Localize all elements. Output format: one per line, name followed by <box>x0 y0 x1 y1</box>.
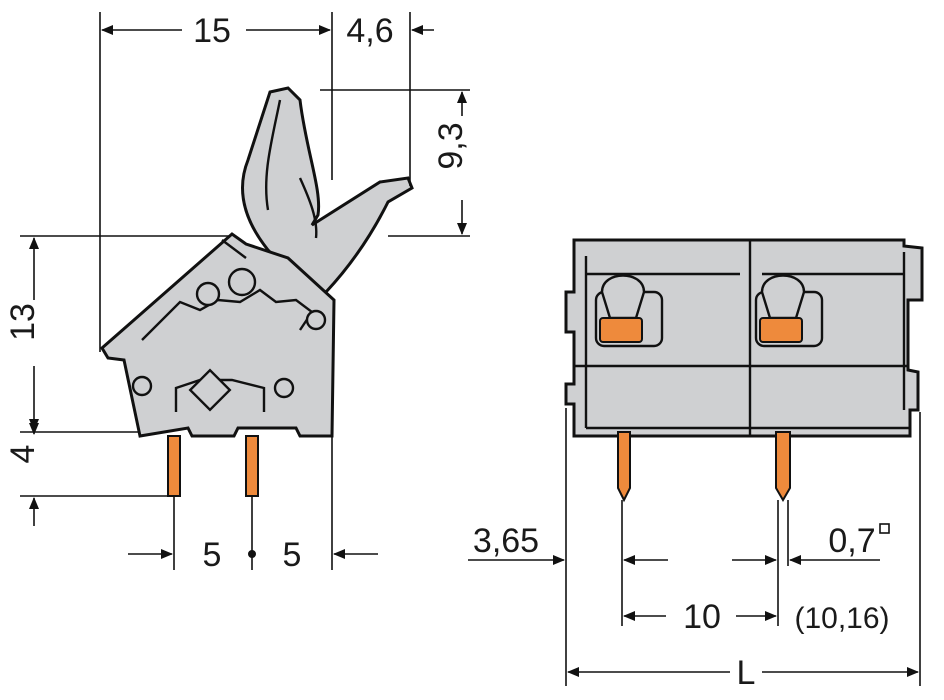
dim-pitch-label: 10 <box>683 598 721 636</box>
dim-lever-offset-label: 4,6 <box>346 12 393 50</box>
clamp-actuator-2 <box>759 317 803 343</box>
dim-pitch-alt-label: (10,16) <box>794 602 889 635</box>
dim-body-height-label: 13 <box>4 303 42 341</box>
pitch-center-dot <box>248 550 256 558</box>
side-view: 15 4,6 9,3 13 4 5 5 <box>4 12 470 574</box>
dim-pitch-left-label: 5 <box>203 536 222 574</box>
front-view: 3,65 0,7 10 (10,16) L <box>468 238 924 692</box>
dim-pin-length-label: 4 <box>4 445 42 464</box>
release-window <box>188 368 232 412</box>
side-pin-right <box>245 435 259 497</box>
clamp-actuator-1 <box>599 317 643 343</box>
front-pin-left <box>617 431 631 503</box>
dim-length-label: L <box>737 654 756 692</box>
dim-pitch-right-label: 5 <box>283 536 302 574</box>
side-pin-left <box>167 435 181 497</box>
front-pin-right <box>775 431 791 502</box>
actuation-lever <box>241 86 414 294</box>
square-pin-symbol <box>879 523 890 534</box>
dim-width-label: 15 <box>193 12 231 50</box>
dim-pin-size-label: 0,7 <box>828 522 875 560</box>
front-housing <box>564 238 924 438</box>
dim-edge-offset-label: 3,65 <box>473 522 539 560</box>
dim-lever-height-label: 9,3 <box>432 122 470 169</box>
